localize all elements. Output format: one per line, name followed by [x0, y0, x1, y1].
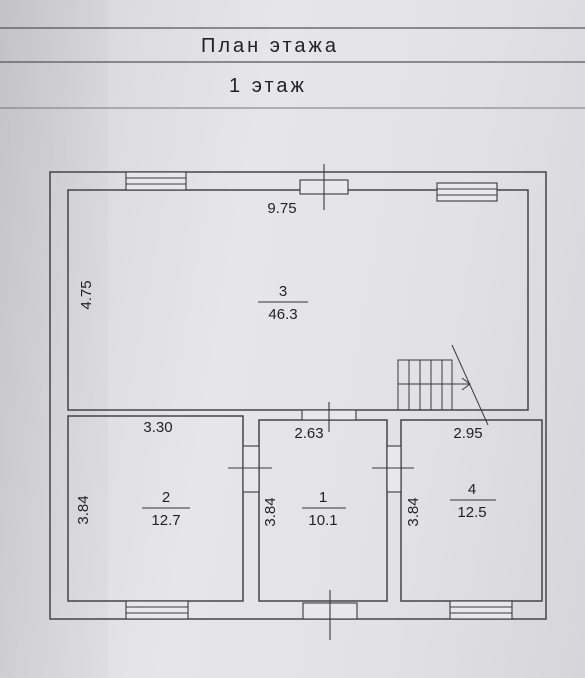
room-1-area: 10.1	[308, 512, 337, 529]
dim-overall-width: 9.75	[267, 200, 296, 217]
room-2-height: 3.84	[75, 495, 92, 524]
room-1-label: 1 10.1	[302, 489, 346, 529]
door-room-1-top	[301, 402, 357, 432]
dim-left-height: 4.75	[78, 280, 95, 309]
room-4-number: 4	[468, 481, 476, 498]
room-3-label: 3 46.3	[258, 283, 308, 323]
staircase	[397, 344, 489, 426]
room-1-height: 3.84	[262, 497, 279, 526]
room-1-width: 2.63	[294, 425, 323, 442]
room-2-width: 3.30	[143, 419, 172, 436]
room-2-label: 2 12.7	[142, 489, 190, 529]
room-2-area: 12.7	[151, 512, 180, 529]
door-room-2-1	[228, 445, 272, 493]
room-3-area: 46.3	[268, 306, 297, 323]
window-top-right	[436, 182, 498, 202]
room-1-number: 1	[319, 489, 327, 506]
room-4-area: 12.5	[457, 504, 486, 521]
window-bottom-right	[449, 600, 513, 620]
window-bottom-left	[125, 600, 189, 620]
paper-shadow	[0, 0, 108, 678]
door-top-center	[299, 164, 349, 210]
page-title: План этажа	[201, 35, 339, 57]
room-3-number: 3	[279, 283, 287, 300]
door-room-1-4	[372, 445, 414, 493]
door-bottom-center	[302, 590, 358, 640]
room-4-label: 4 12.5	[450, 481, 496, 521]
floor-label: 1 этаж	[229, 75, 307, 97]
room-4-width: 2.95	[453, 425, 482, 442]
window-top-left	[125, 171, 187, 191]
outer-walls	[49, 171, 547, 620]
room-2-number: 2	[162, 489, 170, 506]
room-4-height: 3.84	[405, 497, 422, 526]
